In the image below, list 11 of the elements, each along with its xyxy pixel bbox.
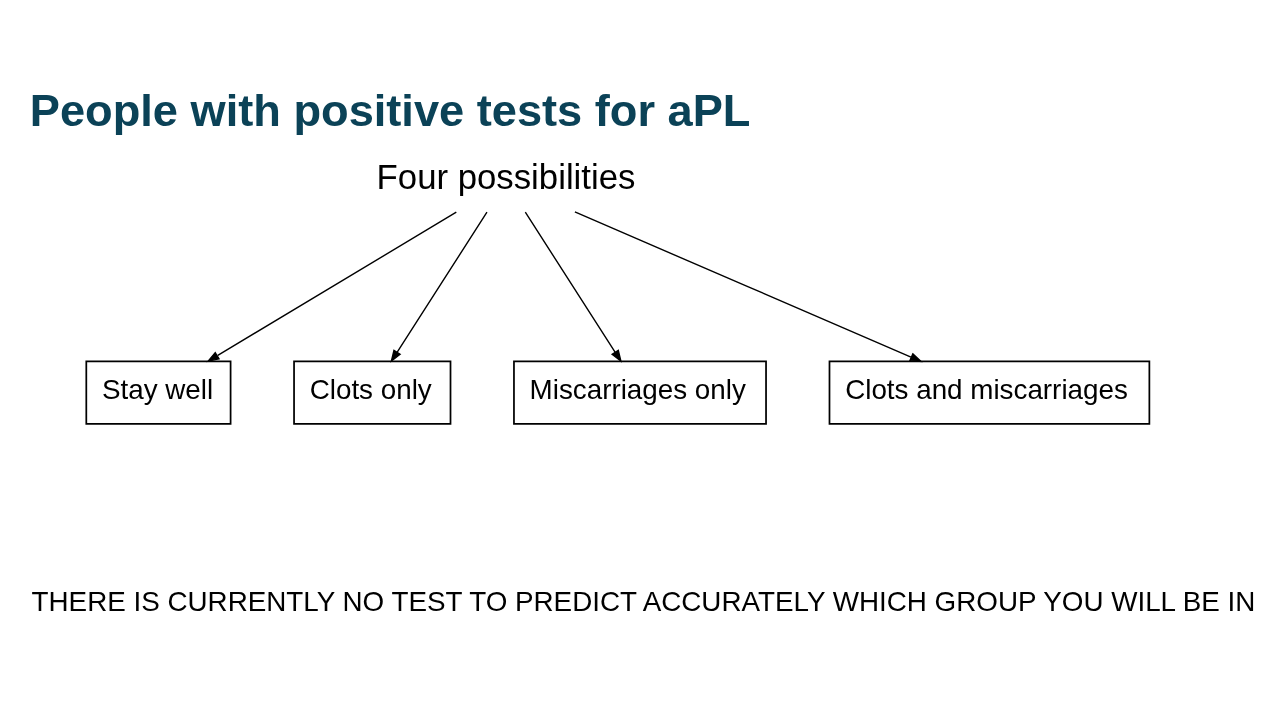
node-box: Clots only: [293, 360, 452, 425]
node-box: Stay well: [85, 360, 232, 425]
arrow: [390, 211, 488, 363]
node-box: Miscarriages only: [513, 360, 767, 425]
node-text: Four possibilities: [376, 157, 636, 196]
node-box: Clots and miscarriages: [828, 360, 1151, 425]
arrow: [574, 210, 923, 362]
diagram-title: People with positive tests for aPL: [29, 84, 751, 136]
arrow: [524, 211, 622, 363]
label: THERE IS CURRENTLY NO TEST TO PREDICT ACCURATELY WHICH GROUP YOU WILL BE IN: [31, 585, 1256, 617]
arrow: [206, 211, 457, 362]
